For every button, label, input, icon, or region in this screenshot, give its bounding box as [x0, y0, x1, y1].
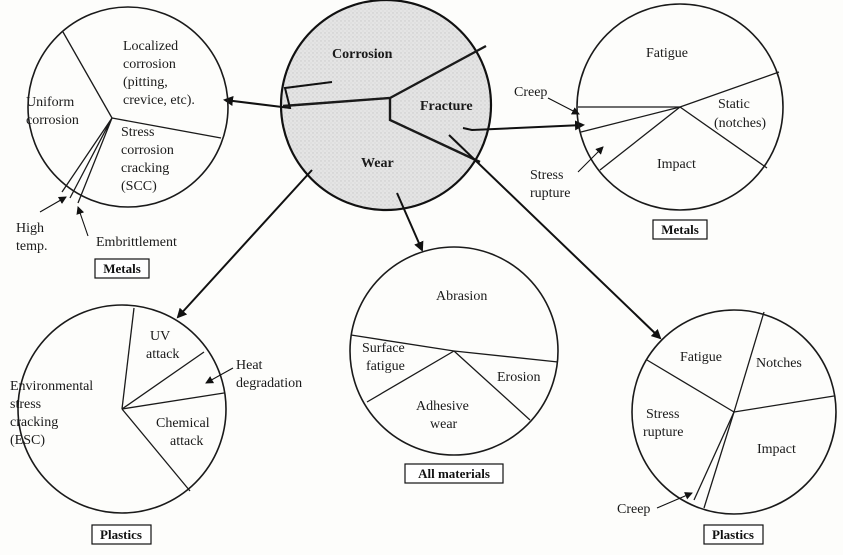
fracture-plastics-outline: [631, 309, 837, 515]
esc-label: Environmental stress cracking (ESC): [10, 379, 97, 448]
embrittlement-label: Embrittlement: [96, 235, 177, 250]
fracture-plastics-caption-box: [703, 524, 764, 545]
fracture-metals-divider-static: [679, 71, 780, 108]
high-temp-label: High temp.: [16, 221, 48, 254]
fr-plastics-fatigue-label: Fatigue: [680, 350, 722, 365]
embrittlement-pointer: [76, 206, 89, 237]
fracture-metals-impact-label: Impact: [657, 157, 696, 172]
wear-divider-erosion: [453, 350, 559, 363]
chemical-attack-label: Chemical attack: [156, 416, 213, 449]
erosion-label: Erosion: [497, 370, 541, 385]
high-temp-pointer: [39, 196, 67, 213]
fr-plastics-creep-label: Creep: [617, 502, 650, 517]
corrosion-metals-divider-a: [62, 31, 113, 119]
heat-degradation-pointer: [205, 367, 234, 384]
corrosion-plastics-circle: UV attack Heat degradation Environmental…: [10, 304, 302, 545]
fr-plastics-divider-creep: [693, 411, 735, 501]
localized-corrosion-label: Localized corrosion (pitting, crevice, e…: [123, 39, 195, 108]
uniform-corrosion-label: Uniform corrosion: [26, 95, 79, 128]
connector-arrows: [176, 81, 662, 340]
plastics-corr-divider-esc: [121, 408, 191, 492]
abrasion-label: Abrasion: [436, 289, 487, 304]
fracture-metals-outline: [576, 3, 784, 211]
wear-all-caption: All materials: [418, 466, 490, 481]
fr-plastics-divider-notches: [733, 311, 765, 413]
fracture-metals-caption: Metals: [661, 222, 699, 237]
fracture-metals-creep-pointer: [547, 97, 580, 115]
fracture-metals-divider-rupture: [599, 106, 681, 171]
fracture-metals-stress-rupture-label: Stress rupture: [530, 168, 570, 201]
fracture-metals-divider-rupture-2: [580, 106, 681, 133]
fracture-label: Fracture: [420, 99, 473, 114]
fracture-metals-static-label: Static (notches): [714, 97, 766, 131]
uv-attack-label: UV attack: [146, 329, 179, 362]
arrow-to-fracture-plastics: [448, 134, 662, 340]
central-circle: Corrosion Fracture Wear: [279, 0, 493, 212]
plastics-corr-divider-chem: [121, 392, 225, 410]
fracture-metals-rupture-pointer: [577, 146, 604, 173]
plastics-corr-divider-uv: [121, 307, 135, 410]
central-divider-lower: [388, 98, 481, 164]
fr-plastics-divider-fatigue: [646, 359, 735, 413]
wear-divider-surface: [350, 334, 455, 352]
corrosion-metals-divider-b: [111, 117, 222, 139]
corrosion-metals-circle: Localized corrosion (pitting, crevice, e…: [16, 6, 229, 279]
central-circle-outline: [279, 0, 493, 212]
fr-plastics-divider-impact: [733, 395, 835, 413]
fracture-metals-divider-impact: [679, 106, 768, 169]
surface-fatigue-label: Surface fatigue: [362, 341, 408, 374]
corrosion-metals-caption: Metals: [103, 261, 141, 276]
arrow-to-wear-all: [396, 192, 424, 252]
arrow-to-fracture-metals: [462, 120, 585, 132]
adhesive-wear-label: Adhesive wear: [416, 399, 472, 432]
corrosion-plastics-caption-box: [91, 524, 152, 545]
wear-divider-erosion-2: [453, 350, 531, 421]
fracture-metals-caption-box: [652, 219, 708, 240]
fr-plastics-stress-rupture-label: Stress rupture: [643, 407, 683, 440]
arrow-to-corrosion-plastics: [176, 169, 313, 319]
plastics-corr-divider-heat: [121, 351, 205, 410]
corrosion-metals-divider-c: [61, 117, 113, 204]
fracture-metals-creep-label: Creep: [514, 85, 547, 100]
wear-all-caption-box: [404, 463, 504, 484]
fracture-plastics-circle: Fatigue Notches Stress rupture Impact Cr…: [617, 309, 837, 545]
corrosion-label: Corrosion: [332, 47, 393, 62]
wear-all-outline: [349, 246, 559, 456]
fracture-plastics-caption: Plastics: [712, 527, 754, 542]
fr-plastics-impact-label: Impact: [757, 442, 796, 457]
fr-plastics-divider-rupture: [703, 411, 735, 509]
arrow-to-corrosion-metals: [223, 81, 333, 110]
heat-degradation-label: Heat degradation: [236, 358, 302, 391]
fr-plastics-notches-label: Notches: [756, 356, 802, 371]
wear-label: Wear: [361, 156, 394, 171]
corrosion-metals-outline: [27, 6, 229, 208]
wear-divider-adhesive: [366, 350, 455, 403]
fr-plastics-creep-pointer: [656, 492, 693, 509]
corrosion-plastics-outline: [17, 304, 227, 514]
scc-label: Stress corrosion cracking (SCC): [121, 125, 177, 194]
fracture-metals-circle: Fatigue Creep Static (notches) Impact St…: [514, 3, 784, 240]
corrosion-plastics-caption: Plastics: [100, 527, 142, 542]
wear-all-circle: Abrasion Surface fatigue Erosion Adhesiv…: [349, 246, 559, 484]
fracture-metals-fatigue-label: Fatigue: [646, 46, 688, 61]
corrosion-metals-caption-box: [94, 258, 150, 279]
